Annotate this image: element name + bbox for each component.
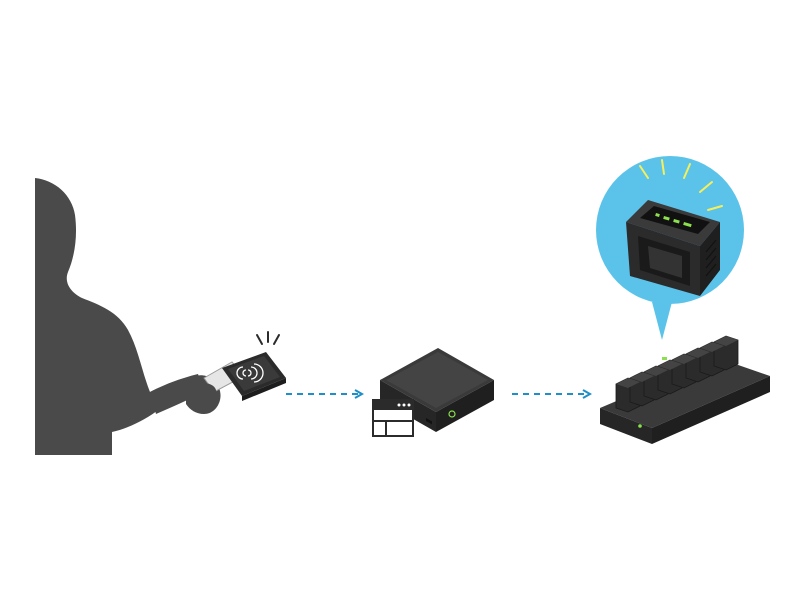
controller-box-icon — [380, 348, 494, 432]
dock-led-icon — [638, 424, 642, 428]
person-silhouette-icon — [35, 178, 221, 455]
software-window-icon — [372, 399, 414, 437]
charging-indicator-icon — [662, 357, 667, 360]
body-worn-camera-icon — [626, 200, 720, 296]
glow-lines-icon — [639, 159, 723, 211]
nfc-wave-icon — [236, 363, 264, 383]
rfid-card-reader-icon — [222, 331, 286, 401]
docked-cameras — [615, 335, 739, 413]
signal-lines-icon — [256, 331, 280, 345]
camera-callout — [596, 156, 744, 340]
power-led-icon — [448, 410, 456, 418]
docking-station-icon — [600, 335, 770, 444]
camera-tops — [616, 336, 738, 388]
